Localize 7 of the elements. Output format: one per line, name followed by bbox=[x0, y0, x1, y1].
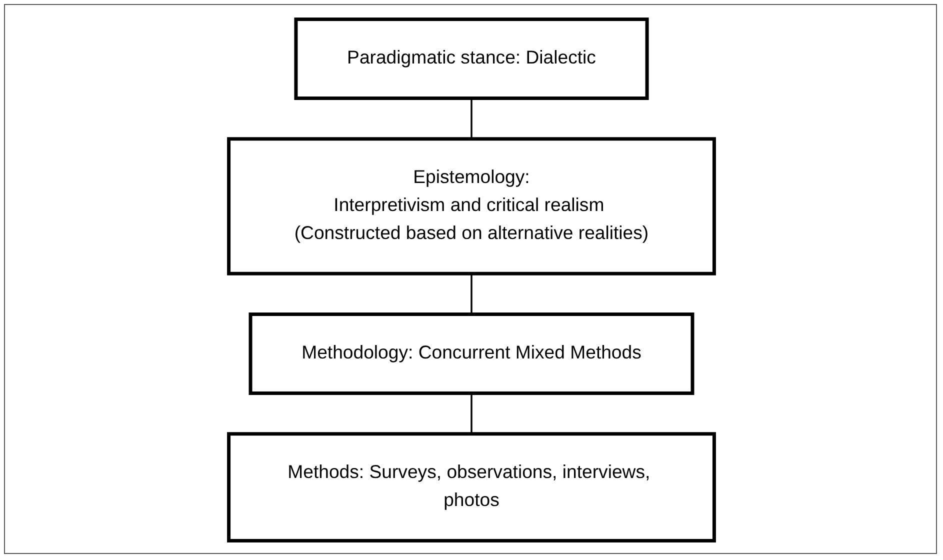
node-box: Epistemology: Interpretivism and critical realism (Constructed based on alternative realities) bbox=[227, 137, 716, 276]
connector bbox=[470, 392, 472, 435]
connector bbox=[470, 272, 472, 316]
node-box: Methodology: Concurrent Mixed Methods bbox=[248, 312, 694, 395]
connector bbox=[470, 97, 472, 140]
node-box: Methods: Surveys, observations, interviews, photos bbox=[227, 432, 716, 542]
node-box: Paradigmatic stance: Dialectic bbox=[294, 18, 649, 100]
